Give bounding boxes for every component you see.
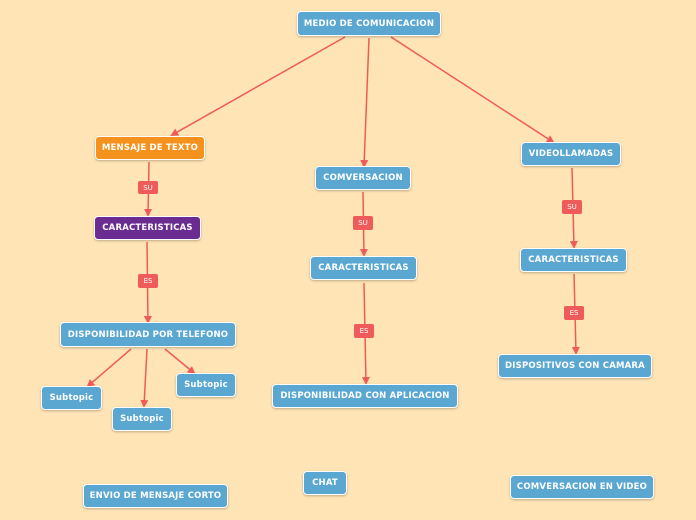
link-disp-sub2 — [140, 348, 149, 408]
tag-es-right: ES — [564, 306, 584, 320]
node-disponibilidad-por-telefono[interactable]: DISPONIBILIDAD POR TELEFONO — [60, 322, 236, 347]
tag-su-left: SU — [138, 181, 158, 194]
node-comversacion[interactable]: COMVERSACION — [315, 166, 411, 190]
node-subtopic-3[interactable]: Subtopic — [176, 373, 236, 397]
node-videollamadas[interactable]: VIDEOLLAMADAS — [521, 142, 621, 166]
tag-su-right: SU — [562, 200, 582, 214]
node-envio-de-mensaje-corto[interactable]: ENVIO DE MENSAJE CORTO — [83, 484, 228, 508]
node-caracteristicas-mid[interactable]: CARACTERISTICAS — [310, 256, 417, 280]
link-root-video — [390, 36, 555, 144]
link-root-conversacion — [360, 37, 370, 168]
node-subtopic-1[interactable]: Subtopic — [41, 386, 102, 410]
node-mensaje-de-texto[interactable]: MENSAJE DE TEXTO — [95, 136, 205, 160]
node-dispositivos-con-camara[interactable]: DISPOSITIVOS CON CAMARA — [498, 354, 652, 378]
node-medio-de-comunicacion[interactable]: MEDIO DE COMUNICACION — [297, 11, 441, 36]
node-caracteristicas-right[interactable]: CARACTERISTICAS — [520, 248, 627, 272]
link-disp-sub3 — [164, 348, 196, 375]
link-disp-sub1 — [86, 348, 132, 388]
node-disponibilidad-con-aplicacion[interactable]: DISPONIBILIDAD CON APLICACION — [272, 384, 458, 408]
node-subtopic-2[interactable]: Subtopic — [112, 407, 172, 431]
tag-es-mid: ES — [354, 324, 374, 338]
node-comversacion-en-video[interactable]: COMVERSACION EN VIDEO — [510, 475, 654, 499]
link-root-mensaje — [170, 36, 346, 136]
node-caracteristicas-left[interactable]: CARACTERISTICAS — [94, 216, 201, 240]
tag-su-mid: SU — [353, 216, 373, 230]
node-chat[interactable]: CHAT — [303, 471, 347, 495]
tag-es-left: ES — [138, 274, 158, 288]
